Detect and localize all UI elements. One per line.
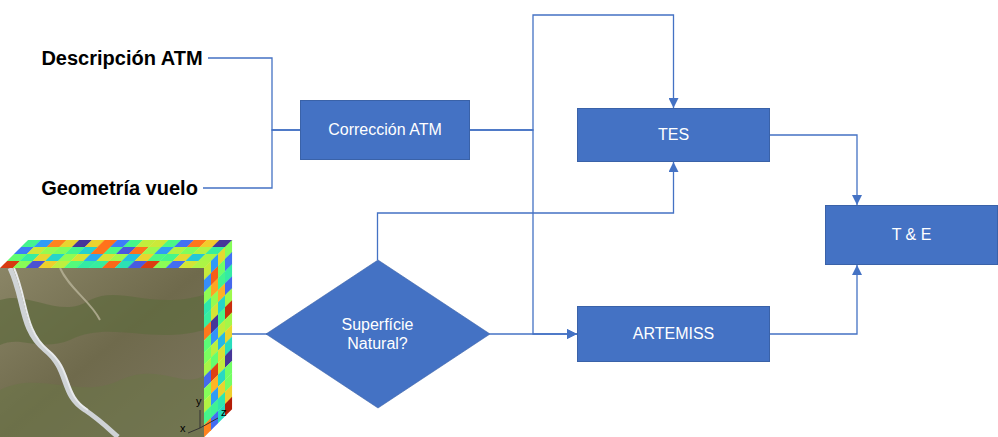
process-box: TES	[577, 108, 770, 162]
connector	[208, 58, 300, 130]
node-text: T & E	[892, 226, 932, 244]
connector	[203, 130, 300, 188]
node-text: Corrección ATM	[328, 121, 442, 139]
connector	[470, 130, 577, 334]
axis-label: y	[196, 396, 202, 407]
connector	[378, 162, 674, 260]
axis-label: z	[221, 407, 227, 418]
input-label: Descripción ATM	[40, 44, 204, 72]
heatmap-cell	[204, 418, 211, 437]
connector	[490, 333, 578, 334]
process-box: ARTEMISS	[577, 306, 770, 362]
diamond-outline	[266, 260, 490, 408]
axis-symbol	[188, 410, 218, 433]
node-text: Superfície Natural?	[328, 315, 428, 353]
node-text: ARTEMISS	[633, 325, 715, 343]
heatmap-cell	[211, 411, 218, 430]
process-box: Corrección ATM	[300, 100, 470, 160]
cube-side-face	[204, 240, 232, 437]
connector	[770, 135, 857, 205]
axis-label: x	[180, 423, 186, 434]
connector	[770, 265, 857, 334]
cube-top-face	[0, 240, 232, 268]
decision-diamond: Superfície Natural?	[266, 260, 490, 408]
input-label: Geometría vuelo	[40, 174, 199, 202]
cube-front-image	[0, 268, 204, 437]
node-text: Descripción ATM	[41, 47, 202, 70]
output-box: T & E	[825, 205, 998, 265]
node-text: TES	[658, 126, 689, 144]
node-text: Geometría vuelo	[41, 177, 198, 200]
